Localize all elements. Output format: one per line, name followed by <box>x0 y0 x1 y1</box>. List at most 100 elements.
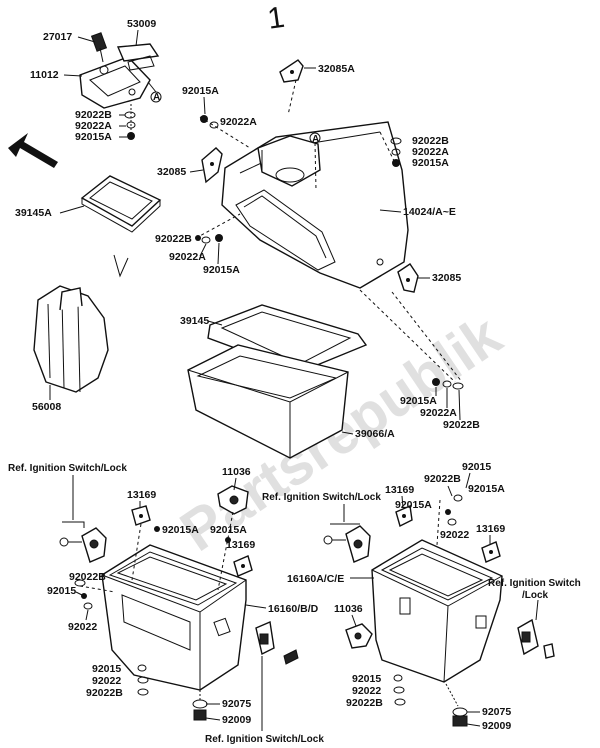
bracket-13169-left <box>131 505 151 581</box>
top-case-14024 <box>221 121 409 289</box>
grommet-bottom-left <box>192 690 208 721</box>
lid-plate-11012 <box>79 56 151 109</box>
latch-11036-left <box>217 485 249 515</box>
washer-set-right-mid <box>432 378 464 390</box>
latch-11036-right <box>345 623 373 649</box>
label-27017: 27017 <box>43 31 72 43</box>
label-92022b-e: 92022B <box>443 419 480 431</box>
label-39145a: 39145A <box>15 207 52 219</box>
label-92015a-a: 92015A <box>75 131 112 143</box>
ref-ignition-left-top: Ref. Ignition Switch/Lock <box>8 463 127 474</box>
cover-53009 <box>116 43 160 71</box>
label-39066: 39066/A <box>355 428 395 440</box>
label-92022-k: 92022 <box>352 685 381 697</box>
washer-set-right-top <box>379 131 402 167</box>
washer-set-left <box>124 104 136 140</box>
label-11012: 11012 <box>30 69 59 81</box>
label-32085a: 32085A <box>318 63 355 75</box>
label-92022-g: 92022 <box>68 621 97 633</box>
check-mark <box>113 254 129 278</box>
label-11036-b: 11036 <box>334 603 363 615</box>
label-92015a-d: 92015A <box>203 264 240 276</box>
gasket-39145a <box>80 175 162 233</box>
saddlebag-16160b <box>101 544 247 691</box>
label-92022-j: 92022 <box>440 529 469 541</box>
ref-circle-a-left-label: A <box>153 92 160 103</box>
label-92022a-d: 92022A <box>169 251 206 263</box>
screw-left-b <box>225 537 231 543</box>
label-39145: 39145 <box>180 315 209 327</box>
label-92075-a: 92075 <box>222 698 251 710</box>
ref-ignition-right-b: /Lock <box>522 590 549 601</box>
label-13169-c: 13169 <box>385 484 414 496</box>
label-14024: 14024/A~E <box>403 206 456 218</box>
label-32085-b: 32085 <box>432 272 461 284</box>
label-92022b-d: 92022B <box>155 233 192 245</box>
ref-ignition-right-a: Ref. Ignition Switch <box>488 578 581 589</box>
label-92015a-g: 92015A <box>210 524 247 536</box>
label-92015-h: 92015 <box>92 663 121 675</box>
label-92022b-c: 92022B <box>412 135 449 147</box>
label-92022b-k: 92022B <box>346 697 383 709</box>
label-11036-a: 11036 <box>222 466 251 478</box>
gasket-39145 <box>207 304 368 373</box>
label-92022b-a: 92022B <box>75 109 112 121</box>
washer-set-left-bag <box>74 579 116 610</box>
label-32085-a: 32085 <box>157 166 186 178</box>
label-92075-b: 92075 <box>482 706 511 718</box>
ref-ignition-mid: Ref. Ignition Switch/Lock <box>262 492 381 503</box>
saddlebag-16160a <box>371 539 503 683</box>
label-92015a-j: 92015A <box>468 483 505 495</box>
bracket-32085a <box>279 59 304 83</box>
label-16160b: 16160/B/D <box>268 603 319 615</box>
lock-assembly-right <box>323 525 371 563</box>
label-16160a: 16160A/C/E <box>287 573 344 585</box>
lock-assembly-left <box>59 527 107 563</box>
label-92015-i: 92015 <box>462 461 491 473</box>
inner-box-39066 <box>187 344 349 459</box>
label-92022a-e: 92022A <box>420 407 457 419</box>
label-13169-a: 13169 <box>127 489 156 501</box>
label-92015a-e: 92015A <box>400 395 437 407</box>
label-92015-g: 92015 <box>47 585 76 597</box>
bracket-32085-left <box>201 147 223 184</box>
front-arrow-icon <box>8 133 58 168</box>
label-92022a-b: 92022A <box>220 116 257 128</box>
backrest-56008 <box>33 285 109 393</box>
bracket-13169-left-b <box>233 555 253 577</box>
label-56008: 56008 <box>32 401 61 413</box>
label-13169-b: 13169 <box>226 539 255 551</box>
bracket-13169-right <box>395 504 413 528</box>
label-92022b-g: 92022B <box>69 571 106 583</box>
ref-ignition-left-bottom: Ref. Ignition Switch/Lock <box>205 734 324 745</box>
key-27017 <box>90 32 108 63</box>
sheet-mark: 1 <box>266 1 287 36</box>
lock-cylinder-left <box>255 621 299 665</box>
label-92022a-c: 92022A <box>412 146 449 158</box>
label-13169-d: 13169 <box>476 523 505 535</box>
label-92015a-b: 92015A <box>182 85 219 97</box>
label-92015a-c: 92015A <box>412 157 449 169</box>
label-92022b-i: 92022B <box>424 473 461 485</box>
screw-left <box>154 526 160 532</box>
label-53009: 53009 <box>127 18 156 30</box>
bracket-13169-right-b <box>481 541 501 563</box>
lock-cylinder-right <box>517 618 555 659</box>
label-92022a-a: 92022A <box>75 120 112 132</box>
grommet-bottom-right <box>445 683 468 727</box>
label-92009-a: 92009 <box>222 714 251 726</box>
label-92009-b: 92009 <box>482 720 511 732</box>
bracket-32085-right <box>397 263 419 293</box>
label-92022b-h: 92022B <box>86 687 123 699</box>
label-92015a-i: 92015A <box>395 499 432 511</box>
washer-set-bottom-right <box>393 674 406 706</box>
ref-circle-a-right-label: A <box>312 134 319 145</box>
washer-set-left-mid <box>195 213 241 244</box>
label-92022-h: 92022 <box>92 675 121 687</box>
washer-set-bottom-left <box>137 664 149 696</box>
label-92015-k: 92015 <box>352 673 381 685</box>
label-92015a-f: 92015A <box>162 524 199 536</box>
washer-set-top-center <box>199 115 251 149</box>
